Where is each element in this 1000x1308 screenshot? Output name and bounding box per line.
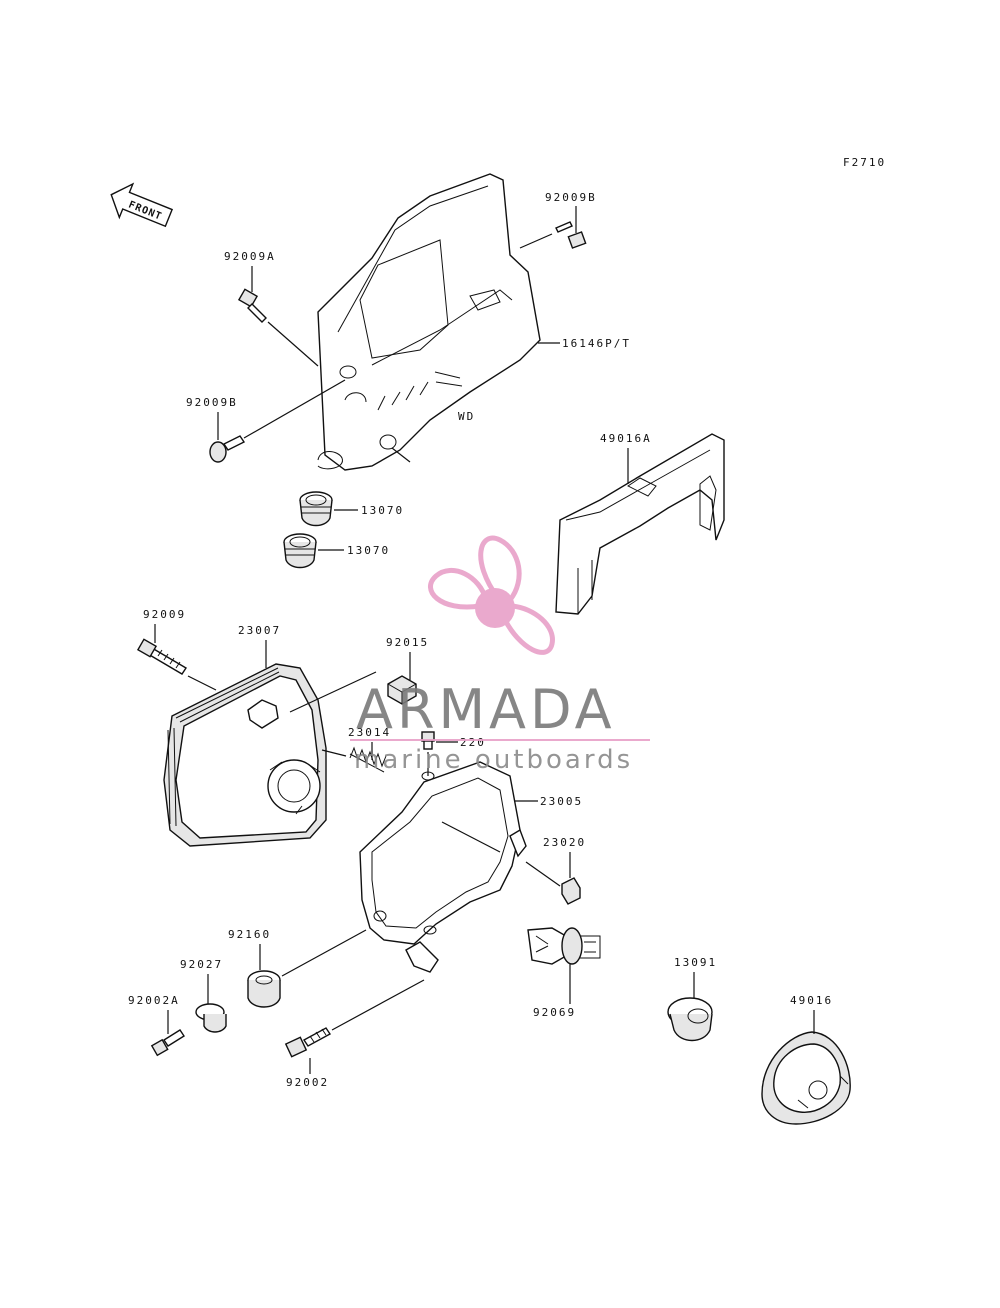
bolt-92009B-left (209, 435, 246, 463)
grommet-13070-b (283, 533, 317, 569)
callout-13070-b: 13070 (347, 544, 390, 557)
callout-92009B-left: 92009B (186, 396, 238, 409)
watermark-brand: ARMADA (356, 678, 616, 741)
nut-23020 (561, 877, 581, 905)
callout-92015: 92015 (386, 636, 429, 649)
armada-logo: ARMADA marine outboards (350, 535, 650, 775)
callout-wd: WD (458, 410, 475, 423)
callout-92009: 92009 (143, 608, 186, 621)
callout-92069: 92069 (533, 1006, 576, 1019)
watermark-tagline: marine outboards (354, 745, 633, 775)
callout-13070-a: 13070 (361, 504, 404, 517)
bolt-92009B-top (555, 221, 587, 249)
callout-13091: 13091 (674, 956, 717, 969)
bolt-92009 (136, 638, 187, 675)
callout-23007: 23007 (238, 624, 281, 637)
bolt-92009A (237, 288, 267, 323)
callout-49016A: 49016A (600, 432, 652, 445)
socket-13091 (667, 997, 713, 1042)
propeller-icon (428, 535, 555, 655)
headlight-cover-16146 (317, 173, 541, 471)
callout-92002A: 92002A (128, 994, 180, 1007)
callout-92160: 92160 (228, 928, 271, 941)
callout-92009B-top: 92009B (545, 191, 597, 204)
callout-92027: 92027 (180, 958, 223, 971)
callout-92009A: 92009A (224, 250, 276, 263)
callout-23020: 23020 (543, 836, 586, 849)
frame-23005 (359, 761, 527, 973)
cap-49016 (761, 1031, 851, 1125)
grommet-13070-a (299, 491, 333, 527)
spring-23014 (349, 746, 387, 773)
front-arrow-icon: FRONT (110, 182, 174, 228)
collar-92027 (195, 1003, 227, 1033)
callout-92002: 92002 (286, 1076, 329, 1089)
grommet-92160 (247, 970, 281, 1008)
callout-49016: 49016 (790, 994, 833, 1007)
clip-92015 (387, 675, 417, 705)
bracket-49016A (555, 433, 725, 615)
callout-23014: 23014 (348, 726, 391, 739)
bolt-92002 (284, 1027, 332, 1058)
bulb-92069 (527, 927, 601, 965)
bolt-92002A (150, 1029, 185, 1057)
figure-code: F2710 (843, 156, 886, 169)
headlight-23007 (163, 663, 327, 847)
callout-16146: 16146P/T (562, 337, 631, 350)
callout-23005: 23005 (540, 795, 583, 808)
